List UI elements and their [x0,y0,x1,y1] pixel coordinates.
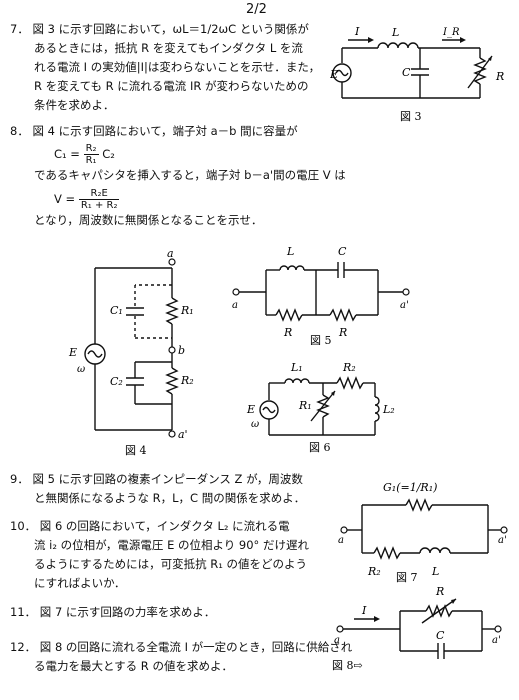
problem-line: 条件を求めよ． [34,98,115,112]
problem-line: 図 7 に示す回路の力率を求めよ． [39,605,216,619]
label-I: I [361,604,367,617]
problem-number: 12． [10,640,37,654]
label-L2: L₂ [382,403,395,416]
label-R-right: R [338,326,347,339]
figure-caption: 図 7 [396,571,418,584]
label-G1: G₁(=1/R₁) [383,481,437,494]
figure-caption: 図 8⇨ [332,659,363,672]
label-R: R [495,70,504,83]
label-omega: ω [77,364,85,375]
figure-6: L₁ R₂ R₁ L₂ E ω 図 6 [246,361,395,454]
label-C: C [436,629,445,642]
figure-caption: 図 3 [400,110,422,123]
label-I: I [354,25,360,38]
label-R1: R₁ [180,304,194,317]
problem-10: 10． 図 6 の回路において，インダクタ L₂ に流れる電 [10,517,290,536]
figure-7: G₁(=1/R₁) R₂ L a a' 図 7 [338,481,508,584]
label-R: R [435,585,444,598]
problem-line: る電力を最大とする R の値を求めよ． [34,659,233,673]
label-R-left: R [283,326,292,339]
problem-number: 8． [10,124,29,138]
problem-11: 11． 図 7 に示す回路の力率を求めよ． [10,603,215,622]
problem-line: 図 4 に示す回路において，端子対 a－b 間に容量が [32,124,298,138]
problem-line: と無関係になるような R，L，C 間の関係を求めよ． [34,491,306,505]
label-C2: C₂ [110,375,123,388]
label-R2: R₂ [367,565,381,578]
label-R2: R₂ [180,374,194,387]
label-C: C [338,245,347,258]
label-L: L [391,26,399,39]
figure-5: L C R R a a' 図 5 [232,245,410,345]
label-a-prime: a' [178,428,188,441]
formula-lhs: C₁ = [54,147,80,161]
formula-tail: C₂ [102,147,115,161]
problem-line: 図 3 に示す回路において，ωL＝1/2ωC という関係が [32,22,309,36]
problem-number: 10． [10,519,37,533]
problem-8: 8． 図 4 に示す回路において，端子対 a－b 間に容量が [10,122,298,141]
page-number: 2/2 [246,2,267,17]
problem-number: 11． [10,605,37,619]
figure-3: I L I_R E C R 図 3 [330,25,504,123]
figure-caption: 図 4 [125,444,147,457]
figure-caption: 図 6 [309,441,331,454]
label-a-prime: a' [498,535,507,546]
label-L: L [431,565,439,578]
label-C: C [402,66,411,79]
problem-line: にすればよいか． [34,576,126,590]
label-a: a [167,250,174,260]
label-a: a [334,635,340,646]
figure-caption: 図 5 [310,334,332,345]
label-b: b [178,344,185,357]
problem-line: るようにするためには，可変抵抗 R₁ の値をどのよう [34,557,308,571]
label-L: L [286,245,294,258]
problem-line: となり，周波数に無関係となることを示せ． [34,213,263,227]
label-C1: C₁ [110,304,123,317]
problem-9: 9． 図 5 に示す回路の複素インピーダンス Z が，周波数 [10,470,303,489]
label-E: E [68,346,77,359]
label-omega: ω [251,419,259,430]
label-a-prime: a' [492,635,501,646]
problem-line: あるときには，抵抗 R を変えてもインダクタ L を流 [34,41,303,55]
problem-line: 図 5 に示す回路の複素インピーダンス Z が，周波数 [32,472,303,486]
problem-line: R を変えても R に流れる電流 IR が変わらないための [34,79,309,93]
problem-line: れる電流 I の実効値|I|は変わらないことを示せ．また， [34,60,321,74]
label-L1: L₁ [290,361,303,374]
problem-line: 図 8 の回路に流れる全電流 I が一定のとき，回路に供給され [39,640,353,654]
label-R1: R₁ [298,399,312,412]
problem-number: 9． [10,472,29,486]
label-E: E [246,403,255,416]
problem-line: 図 6 の回路において，インダクタ L₂ に流れる電 [39,519,290,533]
label-a: a [232,300,238,311]
problem-line: であるキャパシタを挿入すると，端子対 b－a'間の電圧 V は [34,168,346,182]
formula-lhs: V = [54,192,76,206]
label-E: E [330,68,338,81]
label-a: a [338,535,344,546]
figure-8: I R C a a' 図 8⇨ [332,585,502,672]
label-a-prime: a' [400,300,409,311]
label-IR: I_R [442,27,460,38]
problem-12: 12． 図 8 の回路に流れる全電流 I が一定のとき，回路に供給され [10,638,352,657]
figure-4: a b a' C₁ C₂ R₁ R₂ E ω 図 4 [68,250,194,457]
problem-7: 7． 図 3 に示す回路において，ωL＝1/2ωC という関係が [10,20,309,39]
problem-line: 流 i₂ の位相が，電源電圧 E の位相より 90° だけ遅れ [34,538,309,552]
label-R2: R₂ [342,361,356,374]
problem-number: 7． [10,22,29,36]
